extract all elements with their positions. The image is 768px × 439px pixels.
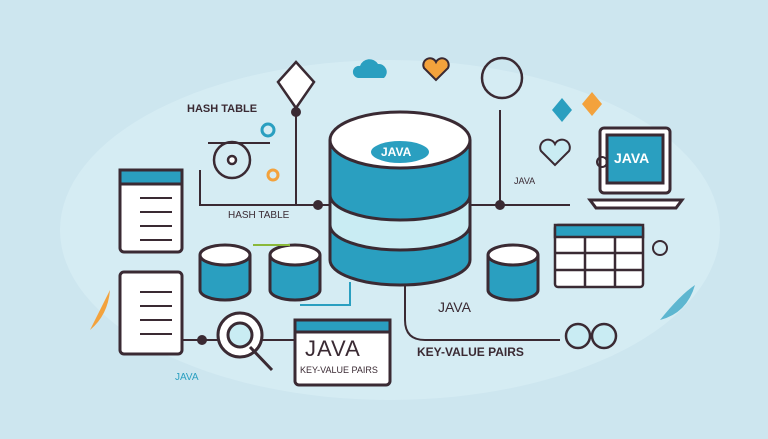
- key-value-pairs-label: KEY-VALUE PAIRS: [417, 345, 524, 359]
- spreadsheet-icon: [553, 223, 645, 289]
- laptop-java-label: JAVA: [614, 150, 650, 166]
- connector-dots: [197, 107, 505, 345]
- database-java-label: JAVA: [381, 145, 412, 159]
- diamond-icon: [552, 98, 572, 122]
- java-label: JAVA: [438, 299, 471, 315]
- window-key-value-label: KEY-VALUE PAIRS: [300, 365, 378, 375]
- window-java-label: JAVA: [305, 336, 361, 361]
- database-icon: [198, 243, 252, 302]
- gem-icon: [276, 60, 316, 111]
- java-label: JAVA: [514, 176, 536, 186]
- leaf-icon: [90, 290, 110, 330]
- diamond-icon: [582, 92, 602, 116]
- cloud-icon: [352, 59, 387, 78]
- main-database-icon: [328, 110, 472, 287]
- heart-icon: [422, 57, 450, 82]
- heart-outline-icon: [539, 138, 571, 167]
- hash-table-label: HASH TABLE: [228, 210, 290, 221]
- globe-icon: [480, 56, 524, 100]
- laptop-icon: [587, 126, 685, 210]
- browser-window: [293, 318, 392, 387]
- database-icon: [268, 243, 322, 302]
- gear-search-icon: [216, 311, 274, 372]
- database-icon: [486, 243, 540, 302]
- chain-link-icon: [564, 322, 618, 350]
- small-databases: [198, 243, 540, 302]
- hash-table-label: HASH TABLE: [187, 103, 258, 115]
- java-label: JAVA: [175, 372, 199, 383]
- leaf-icon: [660, 285, 695, 320]
